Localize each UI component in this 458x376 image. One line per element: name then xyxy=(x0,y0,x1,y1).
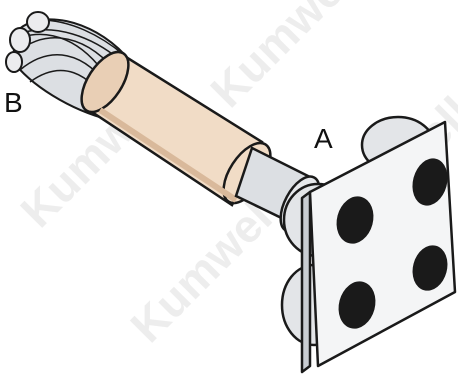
label-a: A xyxy=(314,123,333,154)
plate-edge xyxy=(302,192,310,372)
conductor-tip xyxy=(27,12,49,32)
conductor-tip xyxy=(6,52,22,72)
label-b: B xyxy=(4,87,23,118)
conductor-tip xyxy=(10,28,30,52)
watermark-text: Kumwell xyxy=(200,0,371,117)
